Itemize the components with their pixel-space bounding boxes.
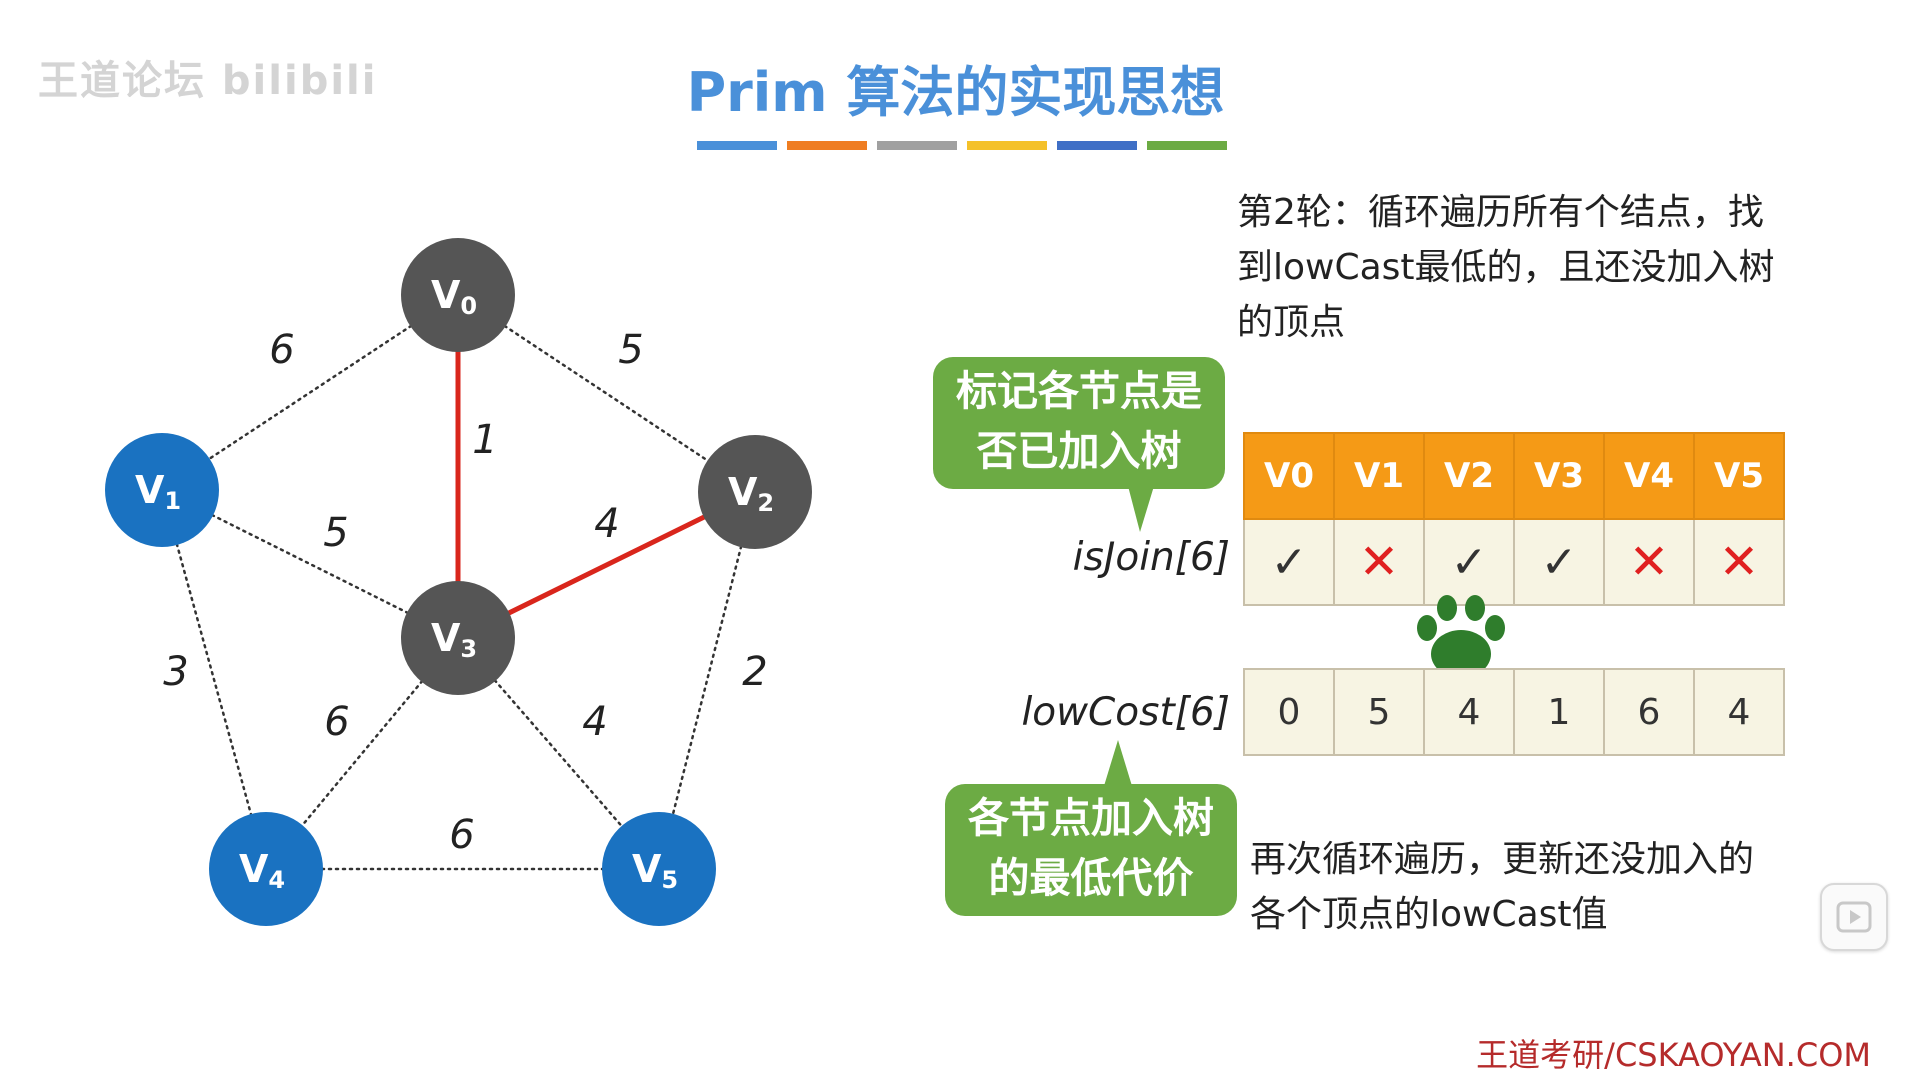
array-header-cell: V1 (1333, 432, 1425, 520)
isjoin-label: isJoin[6] (1072, 535, 1230, 580)
callout-tail (1128, 486, 1154, 532)
edge-weight-v2-v3: 4 (594, 501, 619, 547)
array-header-row: V0 V1 V2 V3 V4 V5 (1243, 432, 1785, 520)
description-line: 第2轮：循环遍历所有个结点，找 (1237, 192, 1764, 233)
isjoin-cell: ✕ (1693, 518, 1785, 606)
array-header-cell: V5 (1693, 432, 1785, 520)
callout-line: 标记各节点是 (956, 367, 1202, 415)
callout-line: 的最低代价 (988, 854, 1194, 902)
isjoin-cell: ✕ (1603, 518, 1695, 606)
lowcost-callout: 各节点加入树 的最低代价 (945, 784, 1237, 916)
cross-icon: ✕ (1718, 534, 1760, 590)
node-v2: V2 (698, 435, 812, 549)
node-circle (401, 238, 515, 352)
edge-weight-v0-v3: 1 (472, 417, 497, 463)
isjoin-cell: ✓ (1243, 518, 1335, 606)
weights-layer: 6 5 1 5 4 3 6 4 2 6 (163, 327, 767, 858)
title-bar-segment (1057, 141, 1137, 150)
node-v0: V0 (401, 238, 515, 352)
title-bar-segment (877, 141, 957, 150)
node-label: V5 (632, 847, 678, 894)
watermark: 王道论坛 bilibili (38, 58, 378, 104)
edge-weight-v2-v5: 2 (742, 649, 767, 695)
node-v3: V3 (401, 581, 515, 695)
node-circle (105, 433, 219, 547)
node-v4: V4 (209, 812, 323, 926)
footer-brand: 王道考研/CSKAOYAN.COM (1476, 1036, 1871, 1074)
isjoin-cell: ✕ (1333, 518, 1425, 606)
callout-tail (1104, 740, 1132, 786)
callout-line: 否已加入树 (976, 427, 1182, 475)
edge-weight-v1-v3: 5 (323, 510, 348, 556)
paw-icon (1417, 595, 1505, 678)
description-line: 再次循环遍历，更新还没加入的 (1250, 839, 1755, 880)
play-icon (1836, 901, 1872, 933)
check-icon: ✓ (1270, 536, 1308, 588)
edge-weight-v0-v2: 5 (618, 327, 643, 373)
page-title: Prim 算法的实现思想 (686, 61, 1225, 124)
lowcost-value-row: 0 5 4 1 6 4 (1243, 668, 1785, 756)
cross-icon: ✕ (1358, 534, 1400, 590)
play-button[interactable] (1820, 883, 1888, 951)
node-circle (602, 812, 716, 926)
array-header-cell: V4 (1603, 432, 1695, 520)
lowcost-array: 0 5 4 1 6 4 (1243, 668, 1785, 756)
edge-v1-v4 (160, 488, 268, 871)
lowcost-cell: 6 (1603, 668, 1695, 756)
isjoin-cell: ✓ (1423, 518, 1515, 606)
edge-weight-v4-v5: 6 (449, 812, 474, 858)
node-circle (698, 435, 812, 549)
description-line: 各个顶点的lowCast值 (1250, 894, 1608, 935)
node-circle (209, 812, 323, 926)
node-circle (401, 581, 515, 695)
lowcost-cell: 4 (1423, 668, 1515, 756)
edge-v0-v1 (160, 293, 460, 492)
isjoin-array: V0 V1 V2 V3 V4 V5 ✓ ✕ ✓ ✓ ✕ ✕ (1243, 432, 1785, 606)
description-top: 第2轮：循环遍历所有个结点，找 到lowCast最低的，且还没加入树 的顶点 (1237, 185, 1837, 350)
title-bar-segment (697, 141, 777, 150)
edge-v2-v5 (657, 490, 757, 871)
edge-v0-v2 (456, 293, 757, 494)
isjoin-cell: ✓ (1513, 518, 1605, 606)
array-header-cell: V3 (1513, 432, 1605, 520)
description-bottom: 再次循环遍历，更新还没加入的 各个顶点的lowCast值 (1250, 832, 1810, 942)
check-icon: ✓ (1540, 536, 1578, 588)
node-v1: V1 (105, 433, 219, 547)
title-bar-segment (1147, 141, 1227, 150)
edge-weight-v0-v1: 6 (269, 327, 294, 373)
edge-weight-v1-v4: 3 (163, 649, 188, 695)
isjoin-value-row: ✓ ✕ ✓ ✓ ✕ ✕ (1243, 518, 1785, 606)
isjoin-callout: 标记各节点是 否已加入树 (933, 357, 1225, 489)
callout-line: 各节点加入树 (968, 794, 1214, 842)
lowcost-cell: 1 (1513, 668, 1605, 756)
lowcost-label: lowCost[6] (1021, 690, 1230, 735)
cross-icon: ✕ (1628, 534, 1670, 590)
title-bar-segment (787, 141, 867, 150)
node-label: V2 (728, 470, 774, 517)
lowcost-cell: 5 (1333, 668, 1425, 756)
description-line: 的顶点 (1237, 302, 1346, 343)
array-header-cell: V2 (1423, 432, 1515, 520)
edge-weight-v3-v4: 6 (324, 699, 349, 745)
lowcost-cell: 4 (1693, 668, 1785, 756)
check-icon: ✓ (1450, 536, 1488, 588)
title-bar-segment (967, 141, 1047, 150)
edge-weight-v3-v5: 4 (582, 699, 607, 745)
node-v5: V5 (602, 812, 716, 926)
lowcost-cell: 0 (1243, 668, 1335, 756)
description-line: 到lowCast最低的，且还没加入树 (1237, 247, 1775, 288)
array-header-cell: V0 (1243, 432, 1335, 520)
